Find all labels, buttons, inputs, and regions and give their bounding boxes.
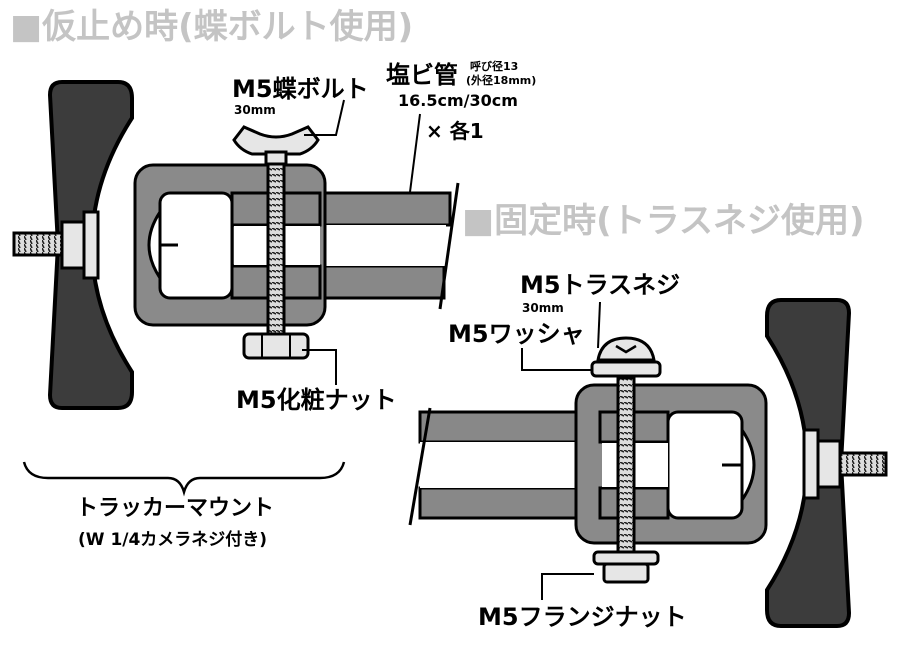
camera-screw-right (802, 428, 888, 500)
camera-screw-left (12, 210, 100, 280)
label-pipe-spec1: 呼び径13 (470, 59, 518, 73)
wing-bolt (232, 125, 320, 342)
label-pipe-quantity: × 各1 (426, 119, 484, 143)
label-wing-bolt-length: 30mm (234, 103, 276, 117)
label-cap-nut: M5化粧ナット (236, 386, 397, 414)
tracker-mount-right (574, 383, 768, 545)
label-truss-screw: M5トラスネジ (520, 271, 680, 299)
leader-lines-left (302, 99, 421, 385)
cap-nut (242, 332, 310, 360)
label-pipe: 塩ビ管 (386, 61, 458, 89)
label-pipe-spec2: (外径18mm) (466, 73, 536, 87)
label-truss-screw-length: 30mm (522, 301, 564, 315)
section-title-temporary: ■仮止め時(蝶ボルト使用) (10, 7, 413, 47)
tracker-mount-left (133, 163, 327, 327)
flange-nut (592, 550, 660, 584)
label-washer: M5ワッシャ (448, 320, 585, 348)
leader-lines-right (521, 301, 601, 600)
washer (590, 360, 662, 378)
label-pipe-length: 16.5cm/30cm (398, 91, 518, 110)
section-title-fixed: ■固定時(トラスネジ使用) (462, 201, 865, 241)
label-mount-subtitle: (W 1/4カメラネジ付き) (78, 529, 267, 550)
label-tracker-mount: トラッカーマウント (76, 496, 274, 521)
label-wing-bolt: M5蝶ボルト (232, 75, 369, 103)
mount-brace (22, 461, 346, 497)
label-flange-nut: M5フランジナット (478, 603, 687, 631)
